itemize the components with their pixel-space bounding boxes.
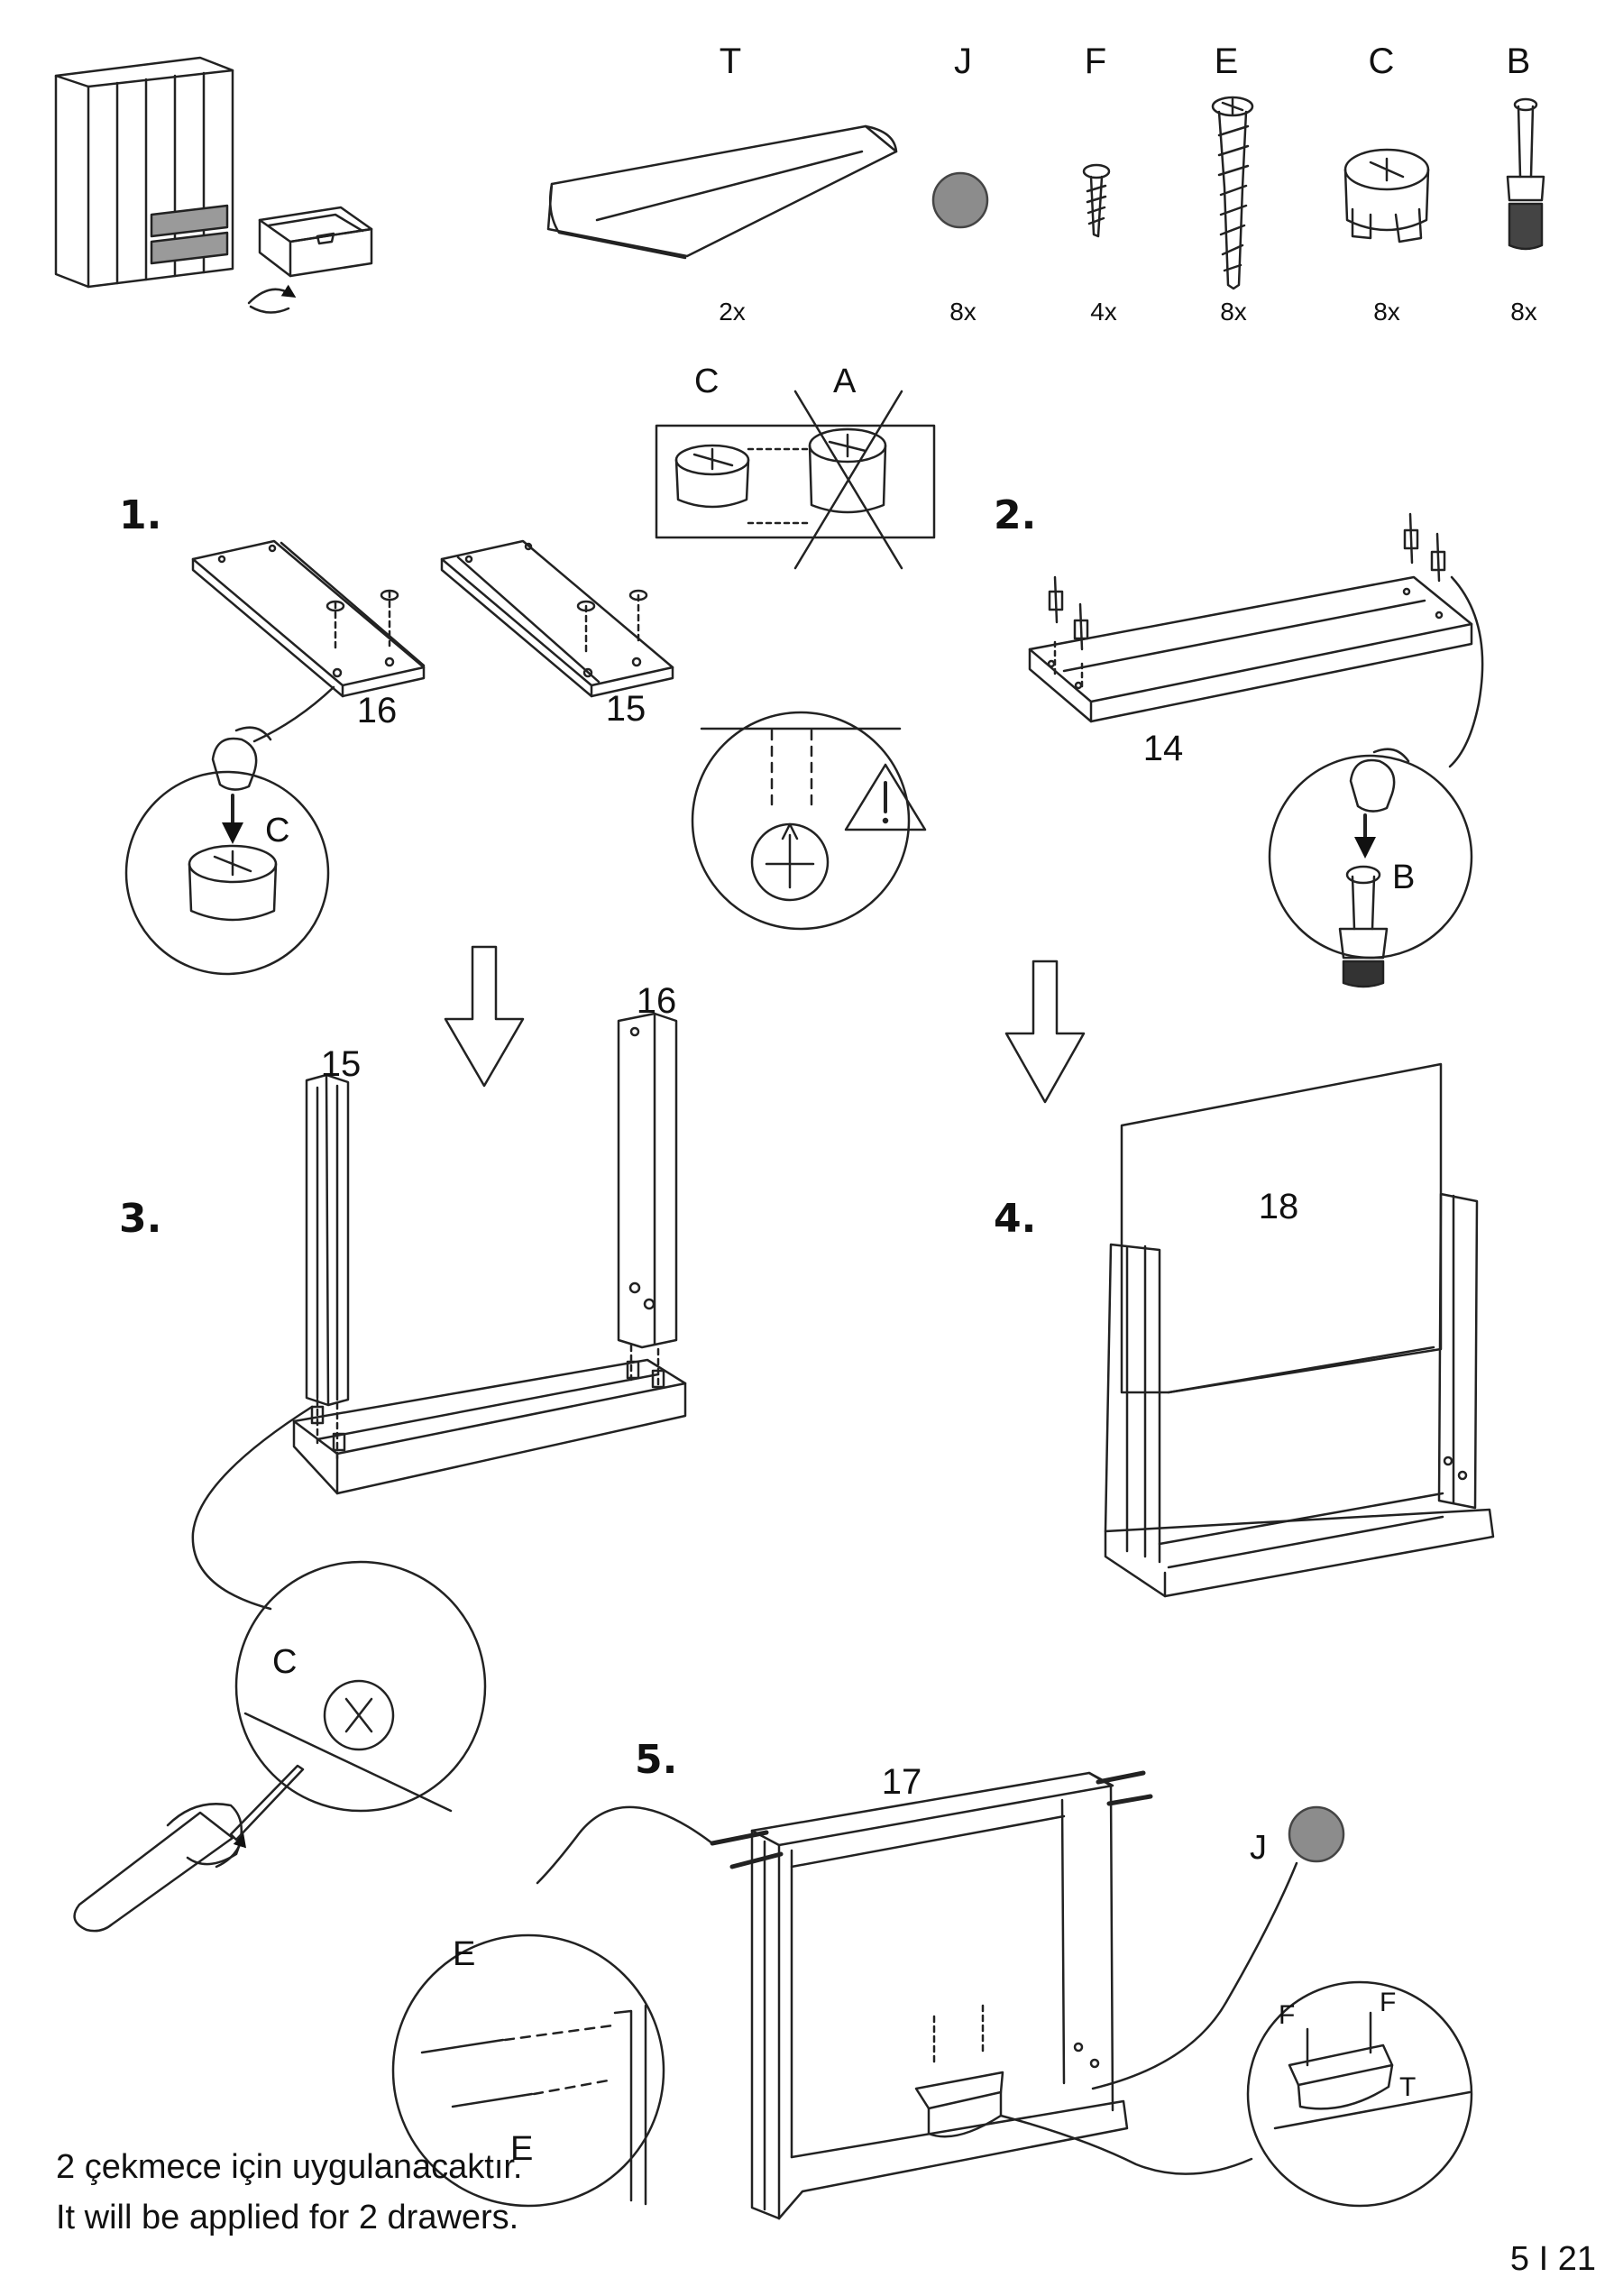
step-3-label: 3. bbox=[119, 1196, 162, 1242]
step-2-label: 2. bbox=[994, 492, 1037, 538]
panel-16 bbox=[191, 539, 426, 698]
detail-circle-s5-screws bbox=[391, 1933, 665, 2208]
panel-number-14: 14 bbox=[1142, 729, 1184, 768]
orientation-wrong-label: A bbox=[833, 363, 857, 400]
handle-icon bbox=[546, 124, 898, 260]
part-qty-c: 8x bbox=[1373, 298, 1400, 326]
part-letter-e: E bbox=[1214, 41, 1239, 81]
detail-circle-s2 bbox=[1268, 754, 1473, 960]
down-arrow-icon-2 bbox=[1004, 960, 1086, 1104]
drawer-overview-icon bbox=[258, 206, 373, 278]
cam-lock-icon bbox=[1343, 148, 1430, 243]
part-letter-f: F bbox=[1084, 41, 1107, 81]
cam-bolts-s2 bbox=[1048, 512, 1446, 693]
panel-number-18: 18 bbox=[1258, 1187, 1299, 1226]
page-number: 5 I 21 bbox=[1509, 2240, 1596, 2278]
panel-number-16-s1: 16 bbox=[356, 691, 398, 730]
screwdriver-icon bbox=[73, 1764, 305, 1933]
handle-detail-s5 bbox=[1273, 2011, 1472, 2130]
cam-insert-marks-s1b bbox=[576, 589, 648, 655]
warning-triangle-icon bbox=[844, 763, 927, 831]
callout-f2-s5: F bbox=[1380, 1988, 1397, 2017]
note-turkish: 2 çekmece için uygulanacaktır. bbox=[56, 2148, 523, 2186]
warning-detail-circle bbox=[691, 711, 911, 931]
part-letter-t: T bbox=[719, 41, 742, 81]
part-qty-t: 2x bbox=[719, 298, 746, 326]
note-english: It will be applied for 2 drawers. bbox=[56, 2199, 519, 2236]
panel-number-15-s1: 15 bbox=[605, 689, 646, 729]
finger-press-icon bbox=[211, 726, 272, 791]
base-panel-s3 bbox=[292, 1358, 687, 1495]
step-1-label: 1. bbox=[119, 492, 162, 538]
drawer-carcass-s5 bbox=[750, 1771, 1129, 2220]
step-5-label: 5. bbox=[635, 1737, 678, 1783]
carcass-s4 bbox=[1104, 1192, 1495, 1598]
wardrobe-overview-icon bbox=[54, 56, 234, 289]
callout-t-s5: T bbox=[1399, 2072, 1417, 2102]
detail-circle-s5-handle bbox=[1246, 1980, 1473, 2208]
orientation-correct-label: C bbox=[694, 363, 720, 400]
cap-detail-j bbox=[1288, 1805, 1345, 1863]
long-screw-icon bbox=[1211, 96, 1254, 290]
part-letter-b: B bbox=[1506, 41, 1531, 81]
panel-number-16-s3: 16 bbox=[636, 981, 677, 1021]
detail-circle-s3 bbox=[234, 1560, 487, 1813]
callout-j-s5: J bbox=[1250, 1829, 1267, 1867]
cam-bolt-detail-icon bbox=[1338, 865, 1389, 988]
callout-c-s1: C bbox=[265, 812, 290, 850]
part-letter-j: J bbox=[954, 41, 972, 81]
side-panel-16-s3 bbox=[617, 1012, 678, 1349]
screw-detail-s5 bbox=[420, 2004, 647, 2206]
back-panel-18 bbox=[1120, 1062, 1443, 1394]
callout-b-s2: B bbox=[1392, 859, 1416, 896]
panel-number-15-s3: 15 bbox=[320, 1044, 362, 1084]
part-qty-e: 8x bbox=[1220, 298, 1247, 326]
callout-e2-s5: E bbox=[510, 2130, 534, 2168]
panel-14 bbox=[1028, 575, 1473, 723]
part-qty-j: 8x bbox=[949, 298, 977, 326]
step-4-label: 4. bbox=[994, 1196, 1037, 1242]
rotate-arrow-icon bbox=[247, 284, 297, 305]
handle-on-drawer bbox=[914, 2004, 1004, 2138]
detail-circle-s1 bbox=[124, 770, 330, 976]
side-panel-15-s3 bbox=[305, 1073, 350, 1407]
finger-press-icon-2 bbox=[1349, 748, 1410, 813]
panel-15 bbox=[440, 539, 674, 698]
callout-c-s3: C bbox=[272, 1643, 298, 1681]
down-arrow-icon-1 bbox=[444, 945, 525, 1088]
cam-bolt-icon bbox=[1506, 97, 1545, 251]
part-letter-c: C bbox=[1368, 41, 1395, 81]
short-screw-icon bbox=[1082, 163, 1111, 238]
panel-number-17: 17 bbox=[881, 1762, 922, 1802]
cam-insert-marks-s1a bbox=[326, 589, 399, 653]
orientation-diagram bbox=[655, 390, 936, 570]
part-qty-f: 4x bbox=[1090, 298, 1117, 326]
part-qty-b: 8x bbox=[1510, 298, 1537, 326]
cam-lock-detail-icon bbox=[188, 844, 278, 922]
callout-e1-s5: E bbox=[453, 1935, 476, 1973]
callout-f1-s5: F bbox=[1279, 2000, 1296, 2030]
cover-cap-icon bbox=[931, 171, 989, 229]
